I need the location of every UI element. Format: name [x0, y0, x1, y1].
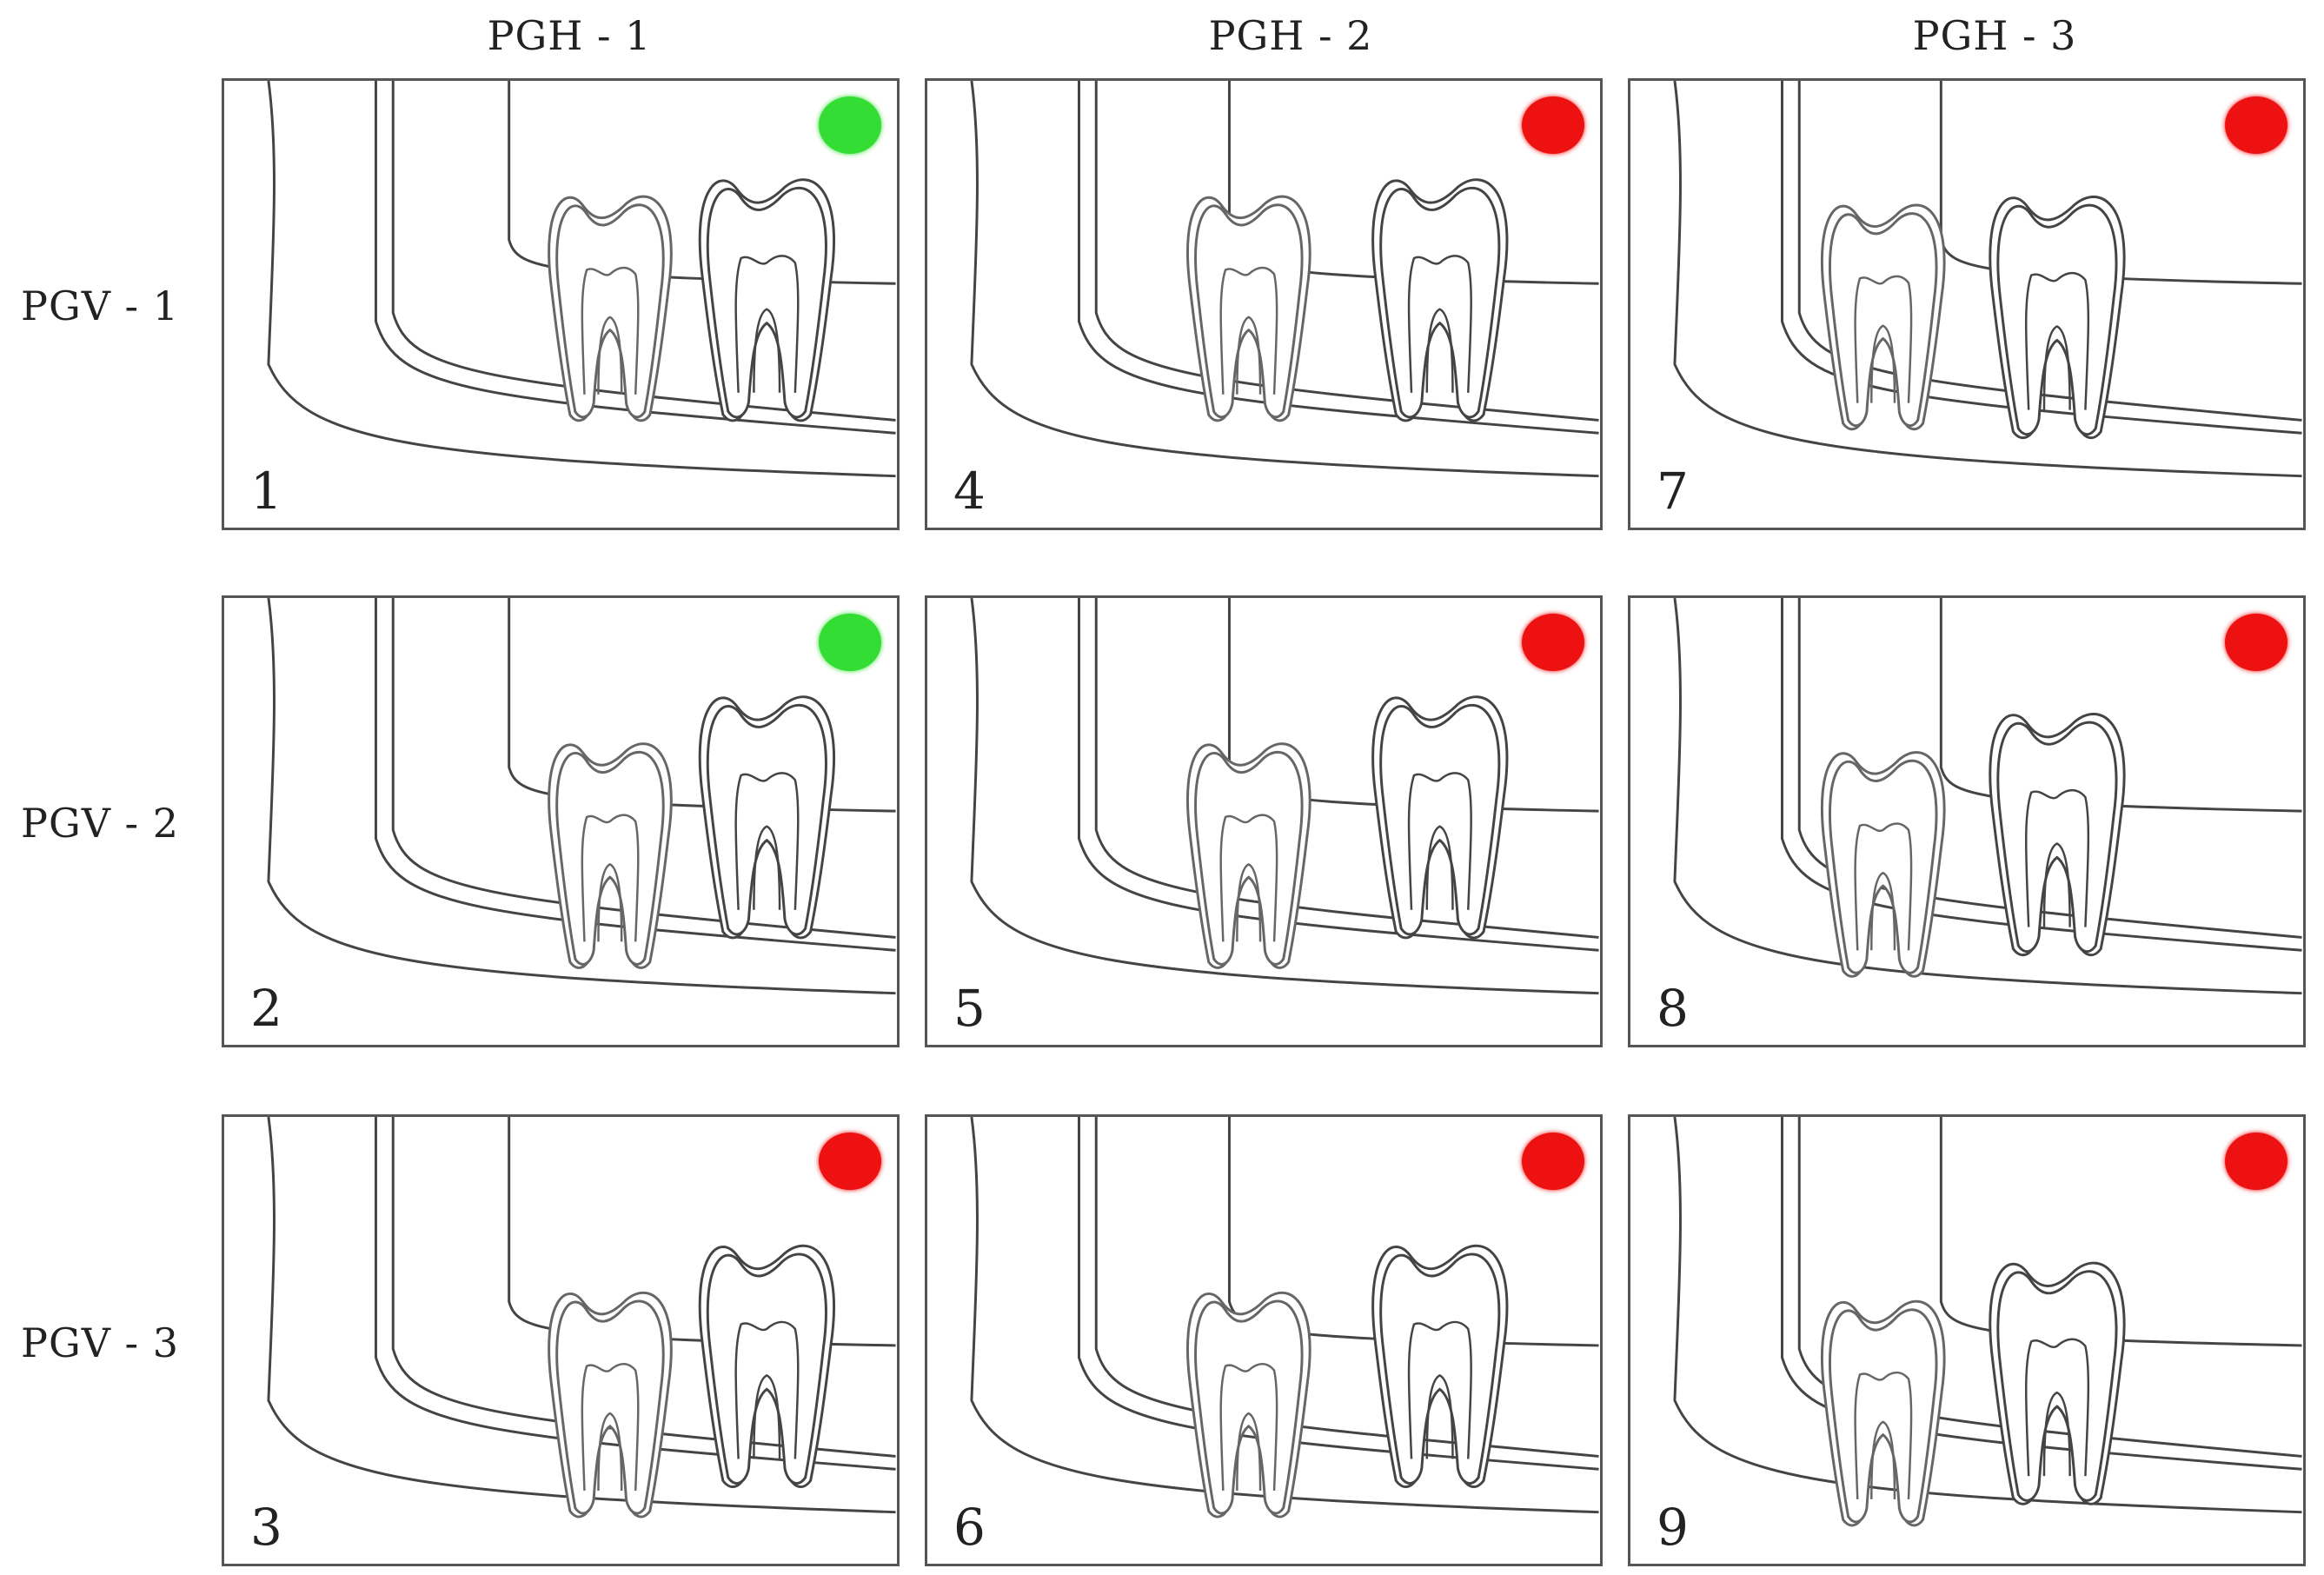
bone-line-outer — [1780, 81, 2302, 435]
row-header-pgv-3: PGV - 3 — [21, 1319, 179, 1366]
panel-7: 7 — [1628, 78, 2306, 530]
third-molar — [548, 1291, 673, 1519]
third-molar — [1820, 1299, 1946, 1527]
panel-number: 2 — [250, 979, 282, 1038]
status-indicator-dot — [2225, 1133, 2287, 1190]
second-molar — [698, 178, 836, 422]
second-molar — [1371, 695, 1509, 940]
bone-line-inner — [1094, 598, 1599, 939]
column-header-pgh-3: PGH - 3 — [1912, 12, 2077, 59]
second-molar — [1989, 1261, 2126, 1505]
bone-line-outer — [1077, 598, 1599, 952]
third-molar — [1820, 203, 1946, 431]
panel-number: 8 — [1657, 979, 1689, 1038]
jaw-illustration — [1673, 81, 2302, 478]
second-molar — [1989, 196, 2126, 440]
column-header-pgh-1: PGH - 1 — [487, 12, 652, 59]
panel-number: 1 — [250, 462, 282, 521]
status-indicator-dot — [2225, 96, 2287, 154]
second-molar — [698, 1244, 836, 1488]
panel-number: 9 — [1657, 1498, 1689, 1557]
panel-number: 5 — [953, 979, 986, 1038]
bone-line-inner — [1797, 81, 2302, 422]
panel-6: 6 — [925, 1114, 1603, 1566]
third-molar — [1185, 195, 1311, 422]
mandible-outline — [267, 81, 896, 478]
status-indicator-dot — [1522, 96, 1584, 154]
second-molar — [698, 695, 836, 940]
jaw-illustration — [267, 1117, 896, 1519]
third-molar — [1185, 1291, 1311, 1519]
status-indicator-dot — [819, 1133, 881, 1190]
column-header-pgh-2: PGH - 2 — [1208, 12, 1373, 59]
jaw-illustration — [970, 1117, 1599, 1519]
third-molar — [548, 742, 673, 969]
third-molar — [548, 195, 673, 422]
panel-number: 7 — [1657, 462, 1689, 521]
second-molar — [1989, 713, 2126, 957]
mandible-outline — [1673, 1117, 2302, 1514]
panel-number: 3 — [250, 1498, 282, 1557]
jaw-illustration — [267, 81, 896, 478]
panel-1: 1 — [222, 78, 900, 530]
panel-5: 5 — [925, 595, 1603, 1047]
panel-number: 6 — [953, 1498, 986, 1557]
bone-line-outer — [1077, 1117, 1599, 1471]
status-indicator-dot — [1522, 1133, 1584, 1190]
second-molar — [1371, 178, 1509, 422]
jaw-illustration — [1673, 1117, 2302, 1527]
third-molar — [1185, 742, 1311, 969]
mandible-outline — [267, 598, 896, 995]
second-molar — [1371, 1244, 1509, 1488]
jaw-illustration — [970, 81, 1599, 478]
panel-3: 3 — [222, 1114, 900, 1566]
panel-8: 8 — [1628, 595, 2306, 1047]
bone-line-inner — [1094, 1117, 1599, 1458]
status-indicator-dot — [1522, 614, 1584, 671]
status-indicator-dot — [819, 614, 881, 671]
row-header-pgv-1: PGV - 1 — [21, 282, 179, 329]
panel-number: 4 — [953, 462, 986, 521]
panel-2: 2 — [222, 595, 900, 1047]
mandible-outline — [1673, 81, 2302, 478]
mandible-outline — [970, 81, 1599, 478]
status-indicator-dot — [819, 96, 881, 154]
panel-9: 9 — [1628, 1114, 2306, 1566]
bone-line-outer — [1780, 598, 2302, 952]
mandible-outline — [1673, 598, 2302, 995]
status-indicator-dot — [2225, 614, 2287, 671]
bone-line-inner — [1094, 81, 1599, 422]
bone-line-outer — [1077, 81, 1599, 435]
jaw-illustration — [970, 598, 1599, 995]
jaw-illustration — [267, 598, 896, 995]
third-molar — [1820, 751, 1946, 978]
jaw-illustration — [1673, 598, 2302, 995]
mandible-outline — [970, 598, 1599, 995]
row-header-pgv-2: PGV - 2 — [21, 800, 179, 847]
panel-4: 4 — [925, 78, 1603, 530]
